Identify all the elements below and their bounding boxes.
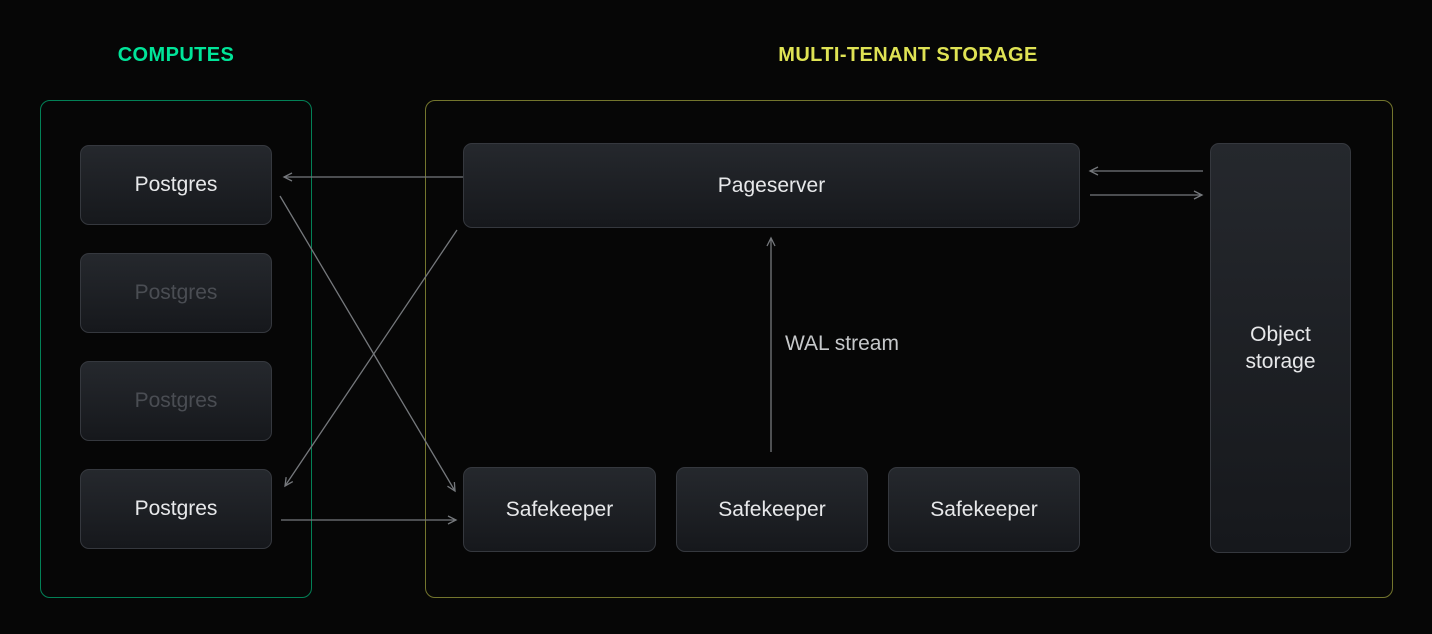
postgres-node-3: Postgres xyxy=(80,361,272,441)
computes-section-title: COMPUTES xyxy=(117,44,235,66)
pageserver-node: Pageserver xyxy=(463,143,1080,228)
wal-stream-label: WAL stream xyxy=(785,332,899,355)
postgres-node-1: Postgres xyxy=(80,145,272,225)
storage-section-title: MULTI-TENANT STORAGE xyxy=(778,44,1038,66)
safekeeper-node-1: Safekeeper xyxy=(463,467,656,552)
object-storage-node: Object storage xyxy=(1210,143,1351,553)
postgres-node-4: Postgres xyxy=(80,469,272,549)
safekeeper-node-3: Safekeeper xyxy=(888,467,1080,552)
postgres-node-2: Postgres xyxy=(80,253,272,333)
safekeeper-node-2: Safekeeper xyxy=(676,467,868,552)
